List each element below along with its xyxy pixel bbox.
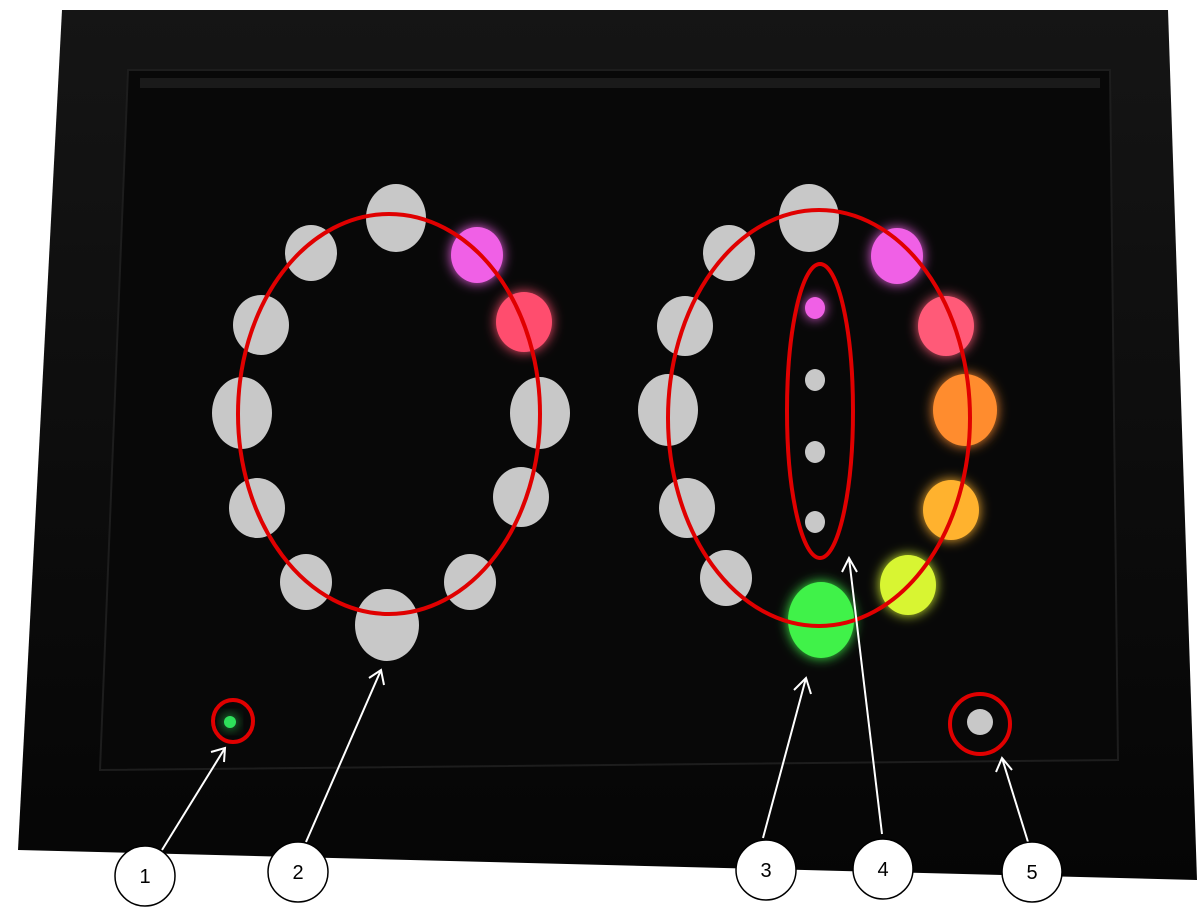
- arrow-1: [161, 747, 226, 851]
- arrowhead-4: [841, 555, 858, 573]
- highlight-status-led-left: [211, 698, 255, 744]
- callout-1-label: 1: [139, 866, 150, 888]
- arrowhead-3: [793, 676, 812, 695]
- left-ring-led: [212, 377, 272, 449]
- callout-2-circle: [267, 841, 329, 903]
- left-ring-led: [493, 467, 549, 527]
- right-ring-led: [923, 480, 979, 540]
- callout-1-circle: [114, 845, 176, 907]
- callout-4-circle: [852, 838, 914, 900]
- callout-2-label: 2: [292, 862, 303, 884]
- right-ring-led: [871, 228, 923, 284]
- center-led-column: [805, 297, 825, 533]
- arrow-5: [1001, 757, 1029, 843]
- device-face-panel: [98, 69, 1120, 772]
- right-ring-led: [659, 478, 715, 538]
- arrow-3: [762, 677, 807, 839]
- left-ring-led: [366, 184, 426, 252]
- callout-5-label: 5: [1026, 862, 1037, 884]
- left-ring-led: [285, 225, 337, 281]
- left-ring-led: [355, 589, 419, 661]
- callout-3-label: 3: [760, 860, 771, 882]
- arrowhead-1: [210, 746, 227, 763]
- highlight-right-ring: [666, 208, 972, 628]
- highlight-status-led-right: [948, 692, 1012, 756]
- highlight-left-ring: [236, 212, 542, 616]
- right-ring-led: [788, 582, 854, 658]
- center-column-led: [805, 369, 825, 391]
- callout-3-circle: [735, 839, 797, 901]
- arrowhead-2: [368, 668, 385, 686]
- status-led-left: [224, 716, 236, 728]
- callout-5-circle: [1001, 841, 1063, 903]
- arrow-4: [848, 557, 883, 835]
- callout-4-label: 4: [877, 859, 888, 881]
- frame-top-highlight: [140, 78, 1100, 88]
- status-led-right: [967, 709, 993, 735]
- arrowhead-5: [995, 756, 1013, 773]
- center-column-led: [805, 441, 825, 463]
- right-ring-led: [933, 374, 997, 446]
- center-column-led: [805, 511, 825, 533]
- highlight-center-column: [785, 262, 855, 560]
- center-column-led: [805, 297, 825, 319]
- right-ring-led: [779, 184, 839, 252]
- arrow-2: [305, 669, 382, 843]
